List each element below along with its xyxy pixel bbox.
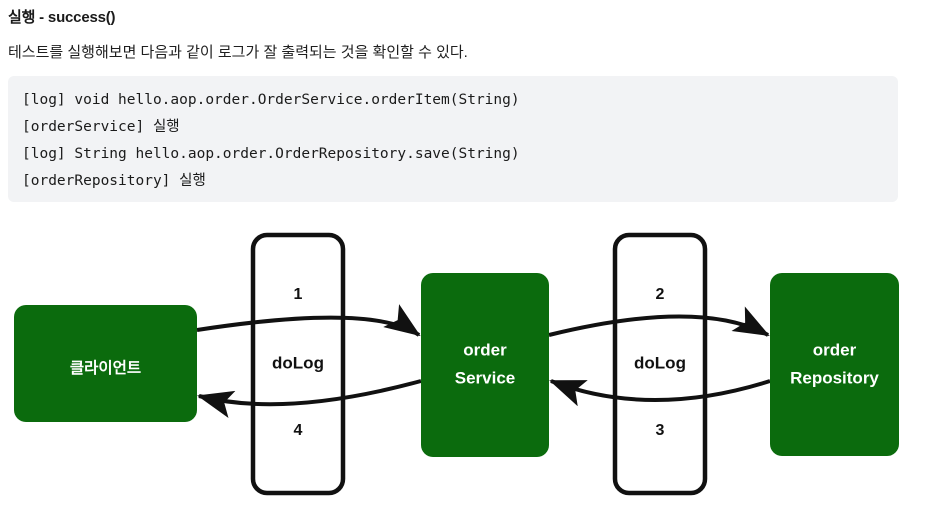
node-client-rect [14, 305, 197, 422]
arrow-repository-to-service [549, 379, 771, 407]
arrow-client-to-service [196, 304, 421, 337]
aspect-rect-right [612, 232, 708, 496]
node-client: 클라이언트 [14, 305, 197, 422]
sequence-number-1: 1 [294, 286, 303, 303]
node-order-service-label-line1: order [463, 340, 507, 359]
aspect-rect-left [250, 232, 346, 496]
arrow-service-to-client [197, 379, 422, 418]
node-order-repository-label-line2: Repository [790, 368, 879, 387]
aop-proxy-flow-diagram: 클라이언트 order Service order Repository 1 d… [0, 215, 933, 526]
node-client-label: 클라이언트 [70, 359, 141, 377]
aspect-box-dolog-right [612, 232, 708, 496]
sequence-number-2: 2 [656, 286, 665, 303]
node-order-repository: order Repository [770, 273, 899, 456]
node-order-repository-rect [770, 273, 899, 456]
aspect-label-dolog-right: doLog [634, 353, 686, 372]
log-line-4: [orderRepository] 실행 [22, 173, 206, 189]
log-line-1: [log] void hello.aop.order.OrderService.… [22, 92, 520, 108]
arrow-service-to-repository [548, 306, 770, 337]
aspect-box-dolog-left [250, 232, 346, 496]
page-title: 실행 - success() [8, 9, 116, 26]
node-order-service-label-line2: Service [455, 368, 516, 387]
node-order-service: order Service [421, 273, 549, 457]
intro-paragraph: 테스트를 실행해보면 다음과 같이 로그가 잘 출력되는 것을 확인할 수 있다… [8, 44, 468, 61]
log-line-3: [log] String hello.aop.order.OrderReposi… [22, 146, 520, 162]
log-output-code-block: [log] void hello.aop.order.OrderService.… [8, 76, 898, 202]
aspect-label-dolog-left: doLog [272, 353, 324, 372]
sequence-number-3: 3 [656, 422, 665, 439]
sequence-number-4: 4 [294, 422, 303, 439]
node-order-service-rect [421, 273, 549, 457]
log-line-2: [orderService] 실행 [22, 119, 180, 135]
node-order-repository-label-line1: order [813, 340, 857, 359]
